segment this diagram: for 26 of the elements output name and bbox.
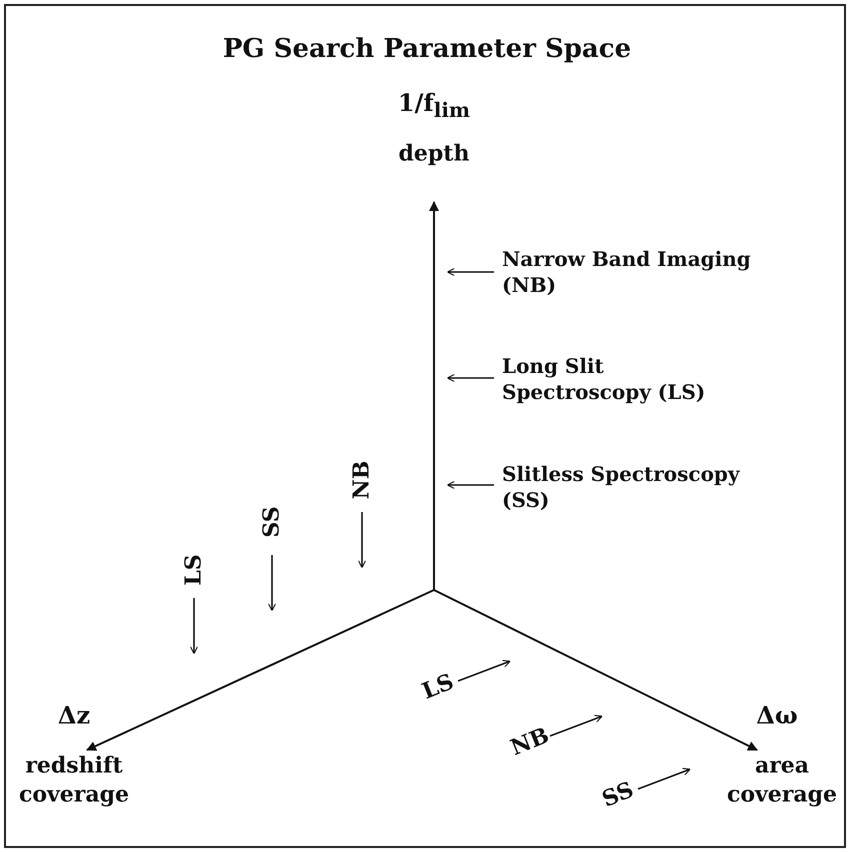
leader-arrow (446, 268, 494, 276)
axis-label: area coverage (726, 751, 838, 809)
axis-arrow (429, 201, 439, 590)
leader-arrow (358, 512, 366, 568)
method-abbreviation: SS (258, 506, 286, 538)
method-label: Narrow Band Imaging (NB) (502, 246, 752, 298)
axis-label: depth (398, 140, 470, 168)
method-abbreviation: NB (348, 460, 376, 500)
leader-arrow (446, 374, 494, 382)
method-abbreviation: LS (180, 554, 208, 586)
method-abbreviation: LS (418, 668, 458, 706)
method-label: Long Slit Spectroscopy (LS) (502, 353, 752, 405)
leader-arrow (446, 480, 494, 490)
method-label: Slitless Spectroscopy (SS) (502, 461, 752, 513)
method-abbreviation: NB (506, 722, 554, 762)
leader-arrow (268, 555, 276, 612)
leader-arrow (638, 768, 691, 790)
axis-label: Δz (58, 699, 90, 731)
method-abbreviation: SS (598, 776, 638, 814)
axis-label: Δω (756, 699, 798, 731)
leader-arrow (458, 660, 511, 682)
axis-label: redshift coverage (18, 751, 130, 809)
leader-arrow (190, 598, 198, 654)
axis-label: 1/f$_{lim}$ (398, 87, 470, 123)
leader-arrow (550, 714, 603, 737)
diagram-title: PG Search Parameter Space (222, 33, 632, 66)
